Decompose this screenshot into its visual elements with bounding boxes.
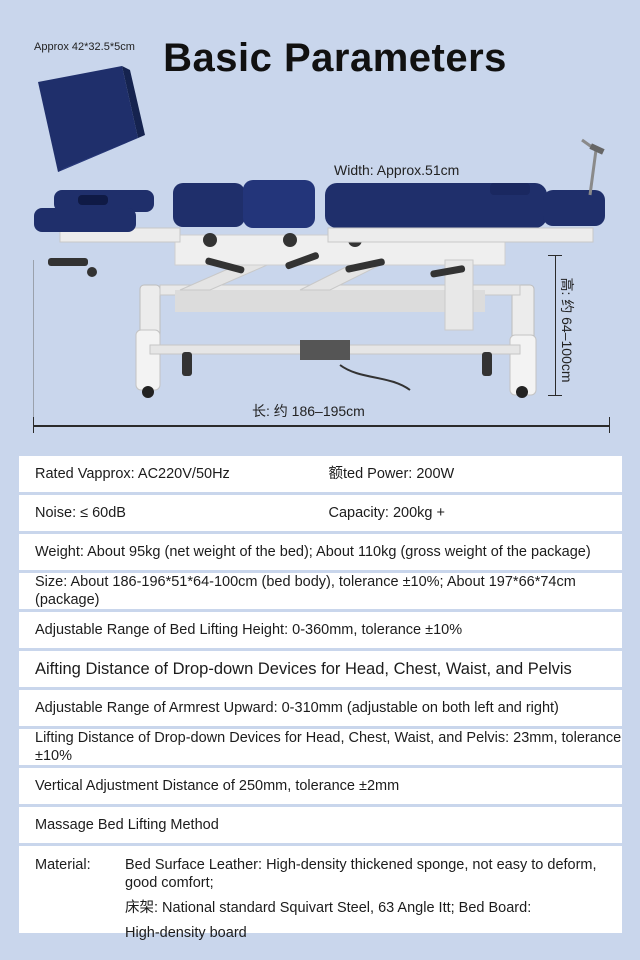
width-dimension-label: Width: Approx.51cm — [334, 162, 460, 178]
spec-row-method: Massage Bed Lifting Method — [19, 807, 622, 846]
spec-row-noise-capacity: Noise: ≤ 60dB Capacity: 200kg + — [19, 495, 622, 534]
spec-vertical: Vertical Adjustment Distance of 250mm, t… — [35, 778, 400, 794]
chest-cushions — [173, 180, 315, 228]
spec-capacity: Capacity: 200kg + — [328, 505, 445, 521]
spec-row-weight: Weight: About 95kg (net weight of the be… — [19, 534, 622, 573]
bed-frame — [48, 233, 537, 398]
spec-row-vertical: Vertical Adjustment Distance of 250mm, t… — [19, 768, 622, 807]
head-section — [34, 190, 181, 243]
spec-row-armrest: Adjustable Range of Armrest Upward: 0-31… — [19, 690, 622, 729]
product-photo-area: Approx 42*32.5*5cm Basic Parameters Widt… — [0, 0, 640, 450]
material-line-3: High-density board — [125, 925, 247, 941]
spec-row-lifting-range: Adjustable Range of Bed Lifting Height: … — [19, 612, 622, 651]
height-dimension-label: 高: 约 64–100cm — [559, 277, 575, 383]
armrest-pole — [581, 138, 605, 196]
length-dimension-label: 长: 约 186–195cm — [252, 403, 365, 419]
spec-size: Size: About 186-196*51*64-100cm (bed bod… — [35, 574, 576, 608]
length-dimension-right-tick — [609, 417, 610, 433]
material-line-2: 床架: National standard Squivart Steel, 63… — [125, 900, 532, 916]
height-dimension-bottom-tick — [548, 395, 562, 396]
spec-noise: Noise: ≤ 60dB — [35, 505, 126, 521]
massage-bed-image — [34, 66, 605, 398]
spec-drop-distance: Lifting Distance of Drop-down Devices fo… — [35, 730, 622, 764]
spec-row-material: Material: Bed Surface Leather: High-dens… — [19, 846, 622, 941]
material-label: Material: — [35, 857, 91, 873]
length-dimension-line — [33, 425, 610, 427]
height-dimension-top-tick — [548, 255, 562, 256]
spec-rated-voltage: Rated Vapprox: AC220V/50Hz — [35, 466, 230, 482]
headrest-size-label: Approx 42*32.5*5cm — [34, 41, 135, 53]
spec-rated-power: 额ted Power: 200W — [328, 466, 455, 482]
main-cushion — [325, 183, 605, 243]
material-line-1: Bed Surface Leather: High-density thicke… — [125, 857, 597, 891]
page-title: Basic Parameters — [163, 36, 507, 80]
spec-weight: Weight: About 95kg (net weight of the be… — [35, 544, 591, 560]
spec-drop-heading: Aifting Distance of Drop-down Devices fo… — [35, 660, 572, 678]
spec-row-size: Size: About 186-196*51*64-100cm (bed bod… — [19, 573, 622, 612]
headrest-cushion — [38, 66, 145, 172]
spec-armrest: Adjustable Range of Armrest Upward: 0-31… — [35, 700, 559, 716]
length-dimension-left-tick — [33, 417, 34, 433]
spec-lifting-range: Adjustable Range of Bed Lifting Height: … — [35, 622, 463, 638]
left-guide-line — [33, 260, 34, 430]
height-dimension-line — [555, 255, 556, 395]
spec-method: Massage Bed Lifting Method — [35, 817, 219, 833]
spec-row-drop-distance: Lifting Distance of Drop-down Devices fo… — [19, 729, 622, 768]
material-block: Material: Bed Surface Leather: High-dens… — [35, 856, 622, 942]
spec-row-drop-heading: Aifting Distance of Drop-down Devices fo… — [19, 651, 622, 690]
spec-row-voltage-power: Rated Vapprox: AC220V/50Hz 额ted Power: 2… — [19, 456, 622, 495]
spec-table: Rated Vapprox: AC220V/50Hz 额ted Power: 2… — [19, 456, 622, 941]
